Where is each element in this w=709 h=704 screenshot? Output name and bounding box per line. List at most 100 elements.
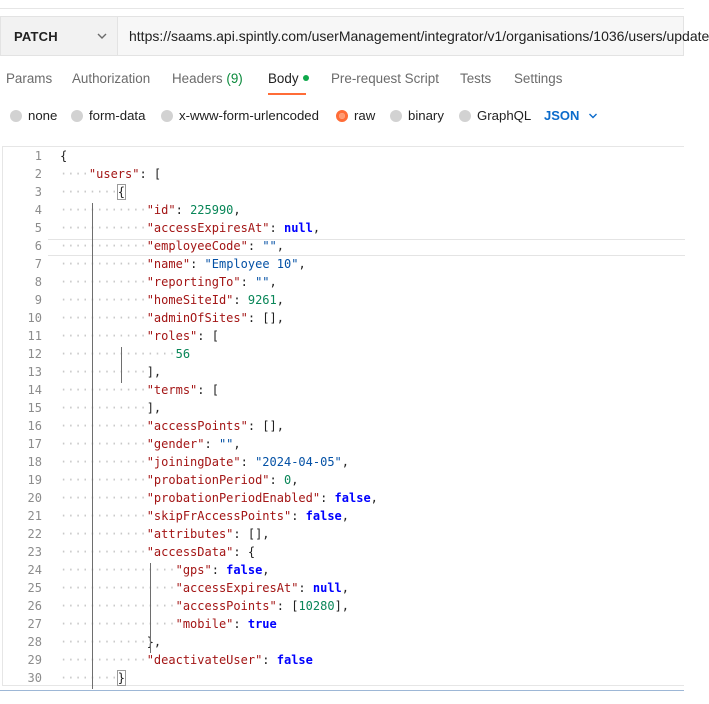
whitespace-dots: ············ bbox=[60, 239, 147, 253]
whitespace-dots: ················ bbox=[60, 347, 176, 361]
line-number: 12 bbox=[27, 347, 42, 361]
whitespace-dots: ············ bbox=[60, 455, 147, 469]
body-type-selector: none form-data x-www-form-urlencoded raw… bbox=[0, 104, 684, 128]
line-number: 15 bbox=[27, 401, 42, 415]
code-token: , bbox=[233, 437, 241, 451]
code-token: 10280 bbox=[298, 599, 335, 613]
headers-count: (9) bbox=[226, 71, 243, 86]
code-line: ············"accessExpiresAt": null, bbox=[60, 221, 320, 235]
whitespace-dots: ············ bbox=[60, 437, 147, 451]
line-number: 28 bbox=[27, 635, 42, 649]
code-token: : [ bbox=[197, 329, 219, 343]
radio-label: GraphQL bbox=[477, 108, 532, 123]
tab-headers[interactable]: Headers (9) bbox=[172, 71, 243, 86]
code-line: ················"gps": false, bbox=[60, 563, 270, 577]
whitespace-dots: ············ bbox=[60, 275, 147, 289]
code-token: "roles" bbox=[146, 329, 198, 343]
code-token: : bbox=[269, 221, 284, 235]
code-token: , bbox=[262, 563, 270, 577]
indent-guide bbox=[92, 203, 94, 689]
code-token: , bbox=[276, 239, 284, 253]
line-number: 17 bbox=[27, 437, 42, 451]
code-token: ], bbox=[146, 401, 162, 415]
radio-binary[interactable]: binary bbox=[390, 108, 444, 123]
method-label: PATCH bbox=[14, 28, 58, 44]
whitespace-dots: ············ bbox=[60, 203, 147, 217]
code-token: : [ bbox=[197, 383, 219, 397]
radio-none[interactable]: none bbox=[10, 108, 57, 123]
whitespace-dots: ················ bbox=[60, 599, 176, 613]
radio-label: binary bbox=[408, 108, 444, 123]
line-number: 21 bbox=[27, 509, 42, 523]
line-number: 23 bbox=[27, 545, 42, 559]
code-token: "users" bbox=[88, 167, 140, 181]
line-number: 7 bbox=[34, 257, 42, 271]
radio-label: none bbox=[28, 108, 58, 123]
url-text: https://saams.api.spintly.com/userManage… bbox=[129, 28, 709, 44]
code-token: : bbox=[320, 491, 335, 505]
whitespace-dots: ············ bbox=[60, 527, 147, 541]
line-number: 19 bbox=[27, 473, 42, 487]
code-token: "mobile" bbox=[175, 617, 234, 631]
code-token: : bbox=[240, 275, 256, 289]
line-number: 10 bbox=[27, 311, 42, 325]
code-token: , bbox=[269, 275, 277, 289]
code-line: ············], bbox=[60, 365, 161, 379]
code-token: , bbox=[312, 221, 321, 235]
radio-x-www-form-urlencoded[interactable]: x-www-form-urlencoded bbox=[161, 108, 319, 123]
code-line: ············"adminOfSites": [], bbox=[60, 311, 284, 325]
code-token: : bbox=[269, 473, 284, 487]
code-token: "probationPeriod" bbox=[146, 473, 270, 487]
tab-pre-request-script[interactable]: Pre-request Script bbox=[331, 71, 439, 86]
code-line: ················"accessPoints": [10280], bbox=[60, 599, 349, 613]
tab-body[interactable]: Body bbox=[268, 71, 309, 86]
method-select[interactable]: PATCH bbox=[0, 16, 117, 56]
line-number: 26 bbox=[27, 599, 42, 613]
code-token: } bbox=[116, 670, 127, 686]
code-line: ················56 bbox=[60, 347, 190, 361]
code-token: : bbox=[211, 563, 227, 577]
language-select[interactable]: JSON bbox=[544, 108, 598, 123]
chevron-down-icon bbox=[97, 33, 107, 39]
code-token: "deactivateUser" bbox=[146, 653, 263, 667]
tab-authorization[interactable]: Authorization bbox=[72, 71, 151, 86]
radio-circle-icon bbox=[161, 109, 173, 122]
code-token: : [ bbox=[276, 599, 299, 613]
line-number: 18 bbox=[27, 455, 42, 469]
line-number: 13 bbox=[27, 365, 42, 379]
code-token: "terms" bbox=[146, 383, 198, 397]
radio-label: x-www-form-urlencoded bbox=[179, 108, 319, 123]
line-number: 27 bbox=[27, 617, 42, 631]
whitespace-dots: ········ bbox=[60, 671, 118, 685]
code-token: 9261 bbox=[247, 293, 277, 307]
tab-headers-label: Headers bbox=[172, 71, 223, 86]
code-token: , bbox=[341, 455, 350, 469]
radio-raw[interactable]: raw bbox=[336, 108, 375, 123]
tab-settings[interactable]: Settings bbox=[514, 71, 563, 86]
whitespace-dots: ········ bbox=[60, 185, 118, 199]
whitespace-dots: ············ bbox=[60, 221, 147, 235]
code-token: null bbox=[283, 221, 313, 235]
line-number: 25 bbox=[27, 581, 42, 595]
code-line: ········{ bbox=[60, 184, 127, 200]
code-line: ············"probationPeriodEnabled": fa… bbox=[60, 491, 378, 505]
code-token: "name" bbox=[146, 257, 191, 271]
tab-body-label: Body bbox=[268, 71, 299, 86]
code-line: ················"accessExpiresAt": null, bbox=[60, 581, 349, 595]
code-token: : bbox=[204, 437, 219, 451]
whitespace-dots: ············ bbox=[60, 545, 147, 559]
code-token: 56 bbox=[175, 347, 191, 361]
active-tab-indicator bbox=[268, 93, 306, 95]
code-token: { bbox=[116, 184, 127, 200]
code-token: 225990 bbox=[190, 203, 234, 217]
tab-params[interactable]: Params bbox=[6, 71, 53, 86]
radio-form-data[interactable]: form-data bbox=[71, 108, 145, 123]
whitespace-dots: ············ bbox=[60, 383, 147, 397]
bottom-divider bbox=[0, 690, 684, 691]
code-token: "gender" bbox=[146, 437, 205, 451]
tab-tests[interactable]: Tests bbox=[460, 71, 492, 86]
url-input[interactable]: https://saams.api.spintly.com/userManage… bbox=[117, 16, 709, 56]
code-token: "skipFrAccessPoints" bbox=[146, 509, 292, 523]
radio-graphql[interactable]: GraphQL bbox=[459, 108, 531, 123]
